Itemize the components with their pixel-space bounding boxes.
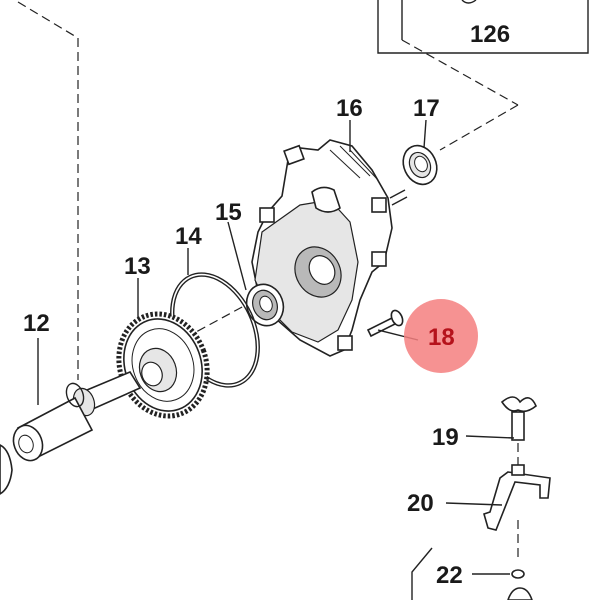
part-19-wing-screw[interactable] xyxy=(500,396,537,441)
part-16-housing[interactable] xyxy=(251,139,408,357)
callout-126[interactable]: 126 xyxy=(470,21,510,48)
callout-18[interactable]: 18 xyxy=(428,324,455,351)
callout-17[interactable]: 17 xyxy=(413,95,440,122)
callout-12[interactable]: 12 xyxy=(23,310,50,337)
inset-corner-line xyxy=(411,547,433,600)
callout-14[interactable]: 14 xyxy=(175,223,202,250)
highlight-marker-18 xyxy=(404,299,478,373)
part-15-bearing[interactable] xyxy=(241,279,289,331)
part-20-bracket[interactable] xyxy=(483,464,551,531)
part-13-gear[interactable] xyxy=(105,301,221,428)
callout-19[interactable]: 19 xyxy=(432,424,459,451)
callout-13[interactable]: 13 xyxy=(124,253,151,280)
part-12-shaft[interactable] xyxy=(0,370,142,495)
callout-22[interactable]: 22 xyxy=(436,562,463,589)
callout-20[interactable]: 20 xyxy=(407,490,434,517)
callout-16[interactable]: 16 xyxy=(336,95,363,122)
inset-box-126: 126 xyxy=(377,0,589,54)
part-22-clip[interactable] xyxy=(507,569,533,600)
callout-15[interactable]: 15 xyxy=(215,199,242,226)
part-17-seal[interactable] xyxy=(397,140,443,190)
part-18-screw[interactable] xyxy=(366,309,405,338)
